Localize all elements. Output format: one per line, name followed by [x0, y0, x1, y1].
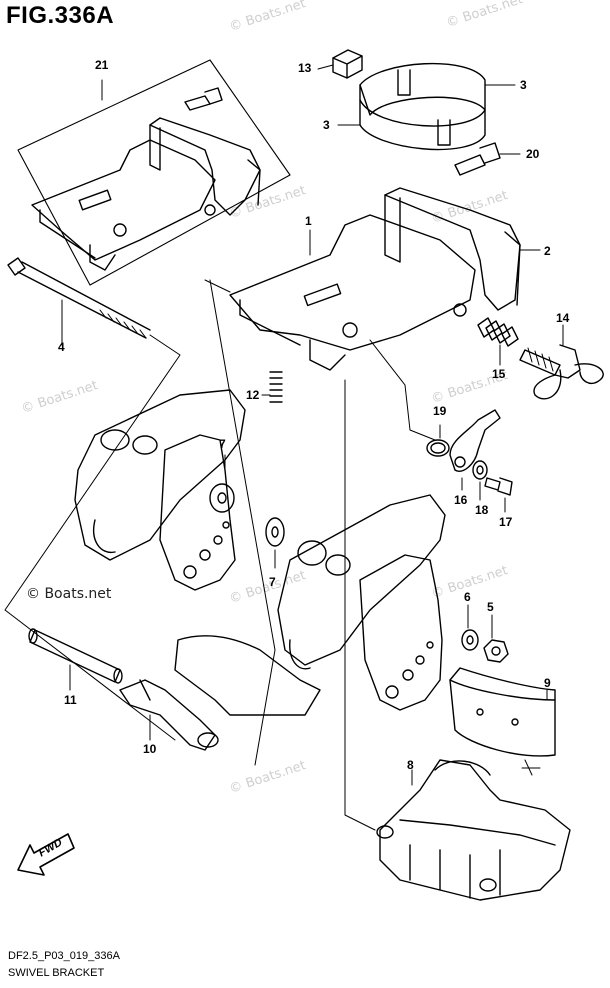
part-11-pin [28, 628, 123, 691]
callout: 2 [544, 244, 551, 258]
callout: 12 [246, 388, 260, 402]
figure-title: FIG.336A [6, 2, 115, 29]
part-7-swivel-left [74, 389, 246, 591]
part-12-spring [261, 371, 283, 403]
callout: 15 [492, 367, 506, 381]
callout: 18 [475, 503, 489, 517]
part-13-pad [317, 49, 363, 79]
callout: 14 [556, 311, 570, 325]
part-20-bolt [454, 142, 521, 176]
callout: 3 [323, 118, 330, 132]
part-14-wing-bolt [519, 324, 604, 400]
part-4-long-bolt [7, 257, 151, 346]
part-3-bushing [337, 62, 516, 151]
callout: 21 [95, 58, 109, 72]
callout: 16 [454, 493, 468, 507]
callout: 19 [433, 404, 447, 418]
part-5-nut [483, 614, 509, 663]
callout: 11 [64, 693, 77, 707]
callout: 1 [305, 214, 312, 228]
part-15-spring [477, 317, 519, 366]
part-10-tilt-lock [119, 635, 321, 751]
part-swivel-right [277, 494, 446, 711]
callout: 10 [143, 742, 157, 756]
figure-name: SWIVEL BRACKET [8, 967, 105, 979]
leader-lines [4, 279, 436, 831]
part-6-washer [461, 604, 479, 651]
part-19-ring [426, 424, 450, 457]
assembly-21-frame [17, 59, 291, 286]
watermark-main: © Boats.net [26, 586, 112, 602]
callout: 8 [407, 758, 414, 772]
callout: 4 [58, 340, 65, 354]
figure-code: DF2.5_P03_019_336A [8, 950, 120, 962]
callout: 17 [499, 515, 513, 529]
part-9-stopper [449, 667, 556, 776]
callout: 7 [269, 575, 276, 589]
part-8-bracket [376, 759, 571, 901]
part-16-lever [449, 409, 501, 491]
callout: 13 [298, 61, 312, 75]
callout: 9 [544, 676, 551, 690]
callout: 5 [487, 600, 494, 614]
callout: 3 [520, 78, 527, 92]
fwd-arrow-icon [17, 833, 75, 876]
part-17-bolt [484, 477, 513, 513]
part-21-assembly [31, 117, 261, 271]
callout: 7 [219, 437, 226, 451]
callout: 20 [526, 147, 540, 161]
bolt-21 [184, 87, 223, 111]
part-1-clamp-bracket [229, 187, 521, 371]
callout: 6 [464, 590, 471, 604]
part-7-washer [209, 483, 285, 569]
part-18-washer [472, 460, 488, 501]
